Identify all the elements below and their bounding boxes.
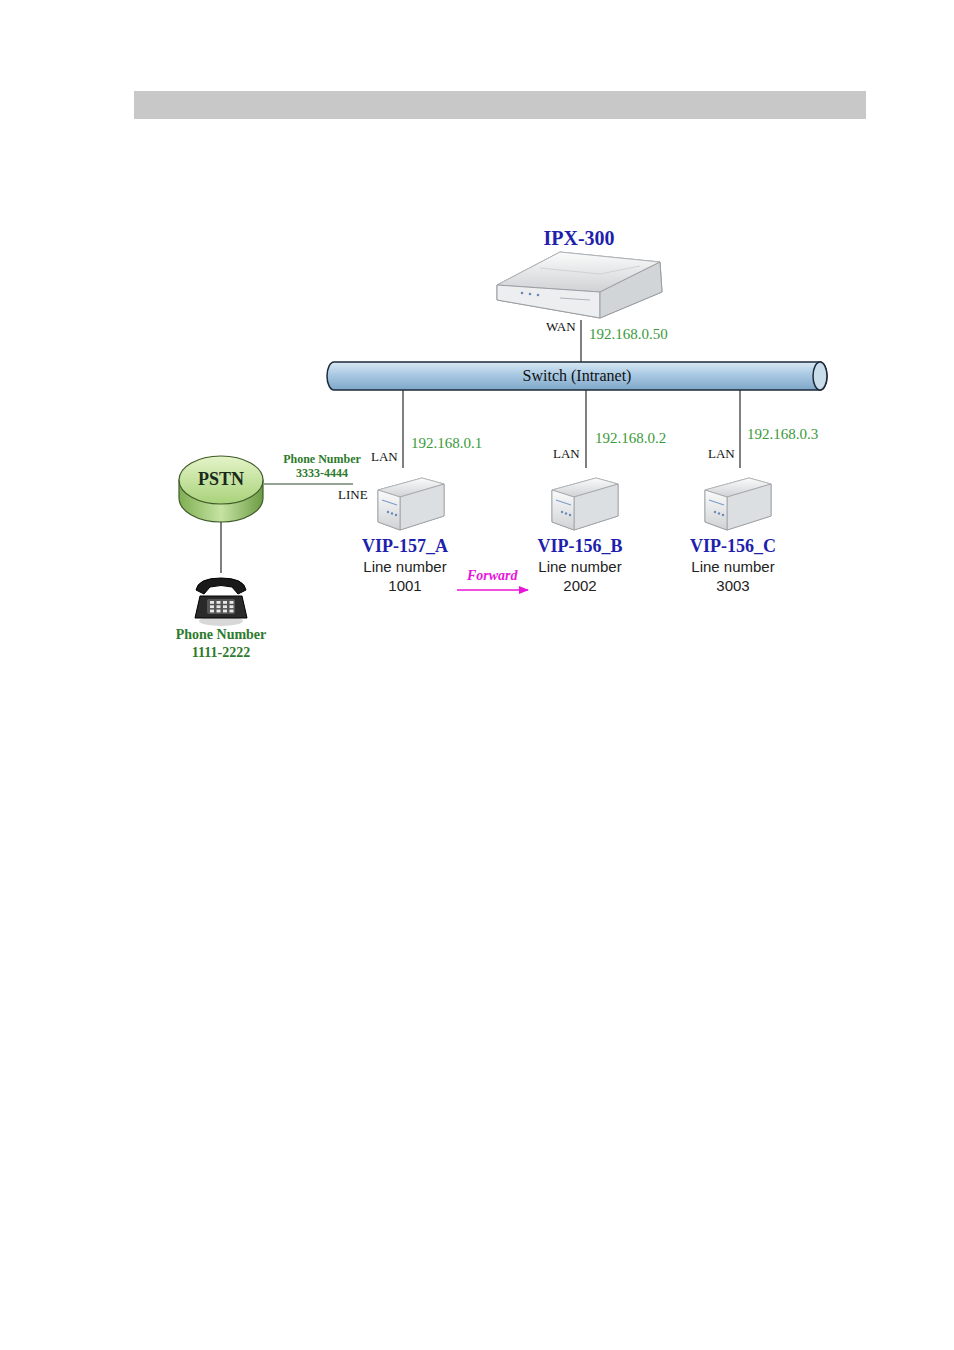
ip-address: 192.168.0.50 <box>589 326 668 343</box>
telephone-icon <box>195 578 247 626</box>
header-bar <box>134 91 866 119</box>
network-wire <box>402 390 403 468</box>
node-title: VIP-156_C <box>681 536 785 557</box>
edge-label: Forward <box>465 568 520 584</box>
keypad-key <box>210 601 214 604</box>
keypad-key <box>210 605 214 608</box>
pstn-cloud: PSTN <box>178 456 264 522</box>
node-detail: Line number 3003 <box>683 557 783 595</box>
node-title: PSTN <box>178 468 264 490</box>
node-title: IPX-300 <box>495 226 663 250</box>
ip-address: 192.168.0.1 <box>411 435 482 452</box>
keypad-key <box>230 605 234 608</box>
port-label: LAN <box>371 449 398 464</box>
keypad-key <box>223 601 227 604</box>
telephone: Phone Number 1111-2222 <box>159 573 283 662</box>
gateway-device: VIP-156_CLine number 3003 <box>681 468 785 595</box>
switch-band: Switch (Intranet) <box>327 362 827 390</box>
network-wire <box>264 483 353 484</box>
ip-address: 192.168.0.3 <box>747 426 818 443</box>
keypad-key <box>217 605 221 608</box>
keypad-key <box>217 601 221 604</box>
node-title: Switch (Intranet) <box>327 362 827 390</box>
port-label: LINE <box>338 487 368 502</box>
forward-arrow <box>457 589 528 591</box>
gateway-device: VIP-157_ALine number 1001 <box>353 468 457 595</box>
node-detail: Line number 2002 <box>530 557 630 595</box>
port-label: WAN <box>546 319 576 334</box>
pbx-device: IPX-300 <box>495 226 663 320</box>
pstn-cylinder <box>179 456 263 522</box>
keypad-key <box>217 610 221 613</box>
network-wire <box>580 320 581 362</box>
node-detail: Line number 1001 <box>355 557 455 595</box>
network-wire <box>585 390 586 468</box>
port-label: LAN <box>553 446 580 461</box>
keypad-key <box>230 601 234 604</box>
node-title: Phone Number 1111-2222 <box>159 626 283 662</box>
node-title: VIP-156_B <box>528 536 632 557</box>
node-title: VIP-157_A <box>353 536 457 557</box>
network-wire <box>220 522 221 573</box>
keypad-key <box>210 610 214 613</box>
ipx-device <box>497 252 662 318</box>
switch-tube <box>327 362 827 390</box>
gateway-device: VIP-156_BLine number 2002 <box>528 468 632 595</box>
keypad-key <box>230 610 234 613</box>
keypad-key <box>223 610 227 613</box>
keypad-key <box>223 605 227 608</box>
edge-label: Phone Number 3333-4444 <box>276 452 368 480</box>
ip-address: 192.168.0.2 <box>595 430 666 447</box>
network-wire <box>739 390 740 468</box>
port-label: LAN <box>708 446 735 461</box>
